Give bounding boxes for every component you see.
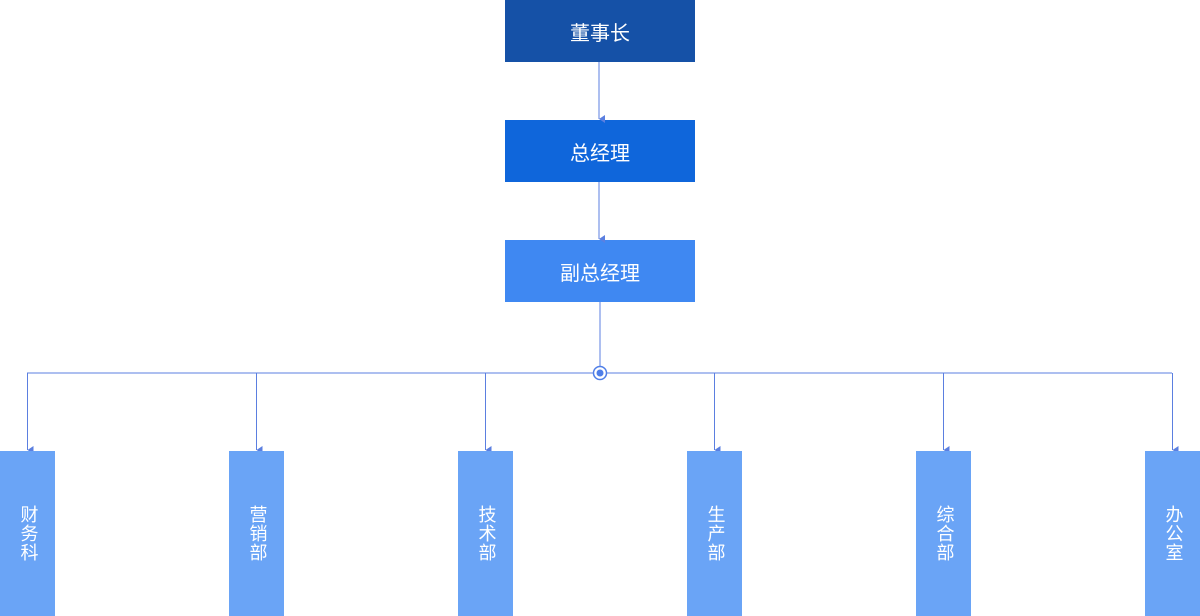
chairman-label: 董事长 bbox=[570, 20, 630, 45]
department-node-general-affairs: 综合部 bbox=[916, 451, 971, 616]
general-manager-node: 总经理 bbox=[505, 120, 695, 182]
department-label: 营销部 bbox=[246, 505, 268, 562]
department-node-finance: 财务科 bbox=[0, 451, 55, 616]
department-node-production: 生产部 bbox=[687, 451, 742, 616]
department-label: 技术部 bbox=[475, 505, 497, 562]
department-label: 生产部 bbox=[704, 505, 726, 562]
department-label: 综合部 bbox=[933, 505, 955, 562]
department-label: 办公室 bbox=[1162, 505, 1184, 562]
chairman-node: 董事长 bbox=[505, 0, 695, 62]
junction-node-inner bbox=[596, 369, 604, 377]
deputy-general-manager-label: 副总经理 bbox=[560, 260, 640, 285]
department-node-office: 办公室 bbox=[1145, 451, 1200, 616]
department-connectors bbox=[27, 373, 1179, 454]
department-node-marketing: 营销部 bbox=[229, 451, 284, 616]
department-label: 财务科 bbox=[17, 505, 39, 562]
deputy-general-manager-node: 副总经理 bbox=[505, 240, 695, 302]
general-manager-label: 总经理 bbox=[570, 140, 630, 165]
department-node-technology: 技术部 bbox=[458, 451, 513, 616]
